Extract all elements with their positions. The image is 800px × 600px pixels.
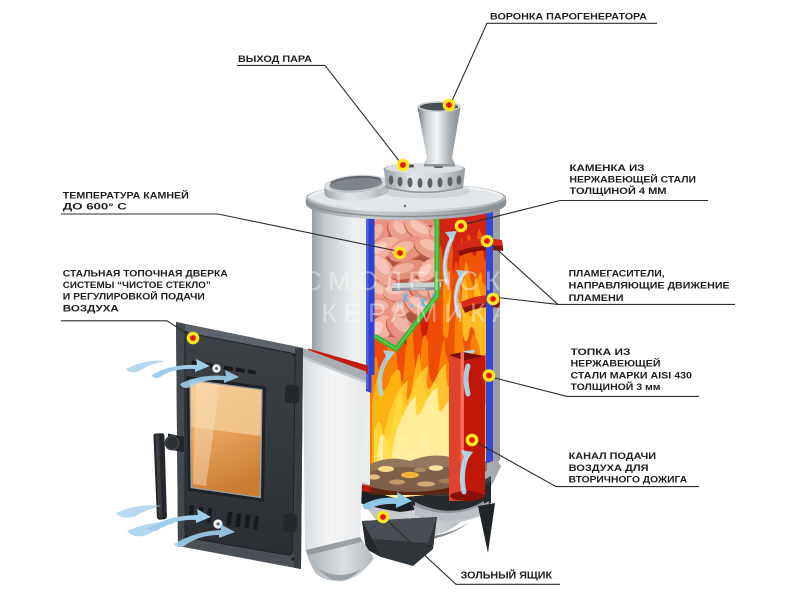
svg-text:ТОПКА ИЗ: ТОПКА ИЗ (571, 347, 631, 358)
svg-text:ТЕМПЕРАТУРА КАМНЕЙ: ТЕМПЕРАТУРА КАМНЕЙ (63, 189, 189, 201)
svg-text:СМОЛЕНСКАЯ: СМОЛЕНСКАЯ (302, 266, 557, 296)
svg-text:КАНАЛ ПОДАЧИ: КАНАЛ ПОДАЧИ (569, 451, 657, 462)
svg-text:ВОЗДУХА ДЛЯ: ВОЗДУХА ДЛЯ (569, 463, 649, 474)
svg-text:СТАЛИ МАРКИ AISI 430: СТАЛИ МАРКИ AISI 430 (571, 370, 693, 381)
svg-text:ТОЛЩИНОЙ 3 мм: ТОЛЩИНОЙ 3 мм (571, 381, 661, 393)
svg-text:КЕРАМИКА: КЕРАМИКА (321, 298, 517, 328)
svg-text:ВЫХОД ПАРА: ВЫХОД ПАРА (238, 54, 312, 65)
svg-text:ТОЛЩИНОЙ 4 ММ: ТОЛЩИНОЙ 4 ММ (570, 185, 667, 197)
svg-text:ЗОЛЬНЫЙ ЯЩИК: ЗОЛЬНЫЙ ЯЩИК (461, 568, 553, 581)
svg-text:ВОЗДУХА: ВОЗДУХА (63, 303, 119, 314)
svg-text:СИСТЕМЫ “ЧИСТОЕ СТЕКЛО”: СИСТЕМЫ “ЧИСТОЕ СТЕКЛО” (63, 280, 211, 291)
svg-text:ВТОРИЧНОГО ДОЖИГА: ВТОРИЧНОГО ДОЖИГА (569, 475, 688, 486)
svg-text:СТАЛЬНАЯ ТОПОЧНАЯ ДВЕРКА: СТАЛЬНАЯ ТОПОЧНАЯ ДВЕРКА (63, 269, 228, 280)
svg-text:ПЛАМЕГАСИТЕЛИ,: ПЛАМЕГАСИТЕЛИ, (569, 269, 665, 280)
svg-text:НАПРАВЛЯЮЩИЕ ДВИЖЕНИЕ: НАПРАВЛЯЮЩИЕ ДВИЖЕНИЕ (569, 281, 731, 292)
svg-text:ДО 600° С: ДО 600° С (63, 202, 127, 213)
svg-text:ПЛАМЕНИ: ПЛАМЕНИ (569, 293, 624, 304)
svg-text:КАМЕНКА ИЗ: КАМЕНКА ИЗ (570, 163, 645, 174)
svg-text:НЕРЖАВЕЮЩЕЙ СТАЛИ: НЕРЖАВЕЮЩЕЙ СТАЛИ (570, 174, 697, 186)
svg-text:И РЕГУЛИРОВКОЙ ПОДАЧИ: И РЕГУЛИРОВКОЙ ПОДАЧИ (63, 291, 205, 303)
svg-text:НЕРЖАВЕЮЩЕЙ: НЕРЖАВЕЮЩЕЙ (571, 357, 661, 369)
svg-text:ВОРОНКА ПАРОГЕНЕРАТОРА: ВОРОНКА ПАРОГЕНЕРАТОРА (490, 12, 647, 23)
